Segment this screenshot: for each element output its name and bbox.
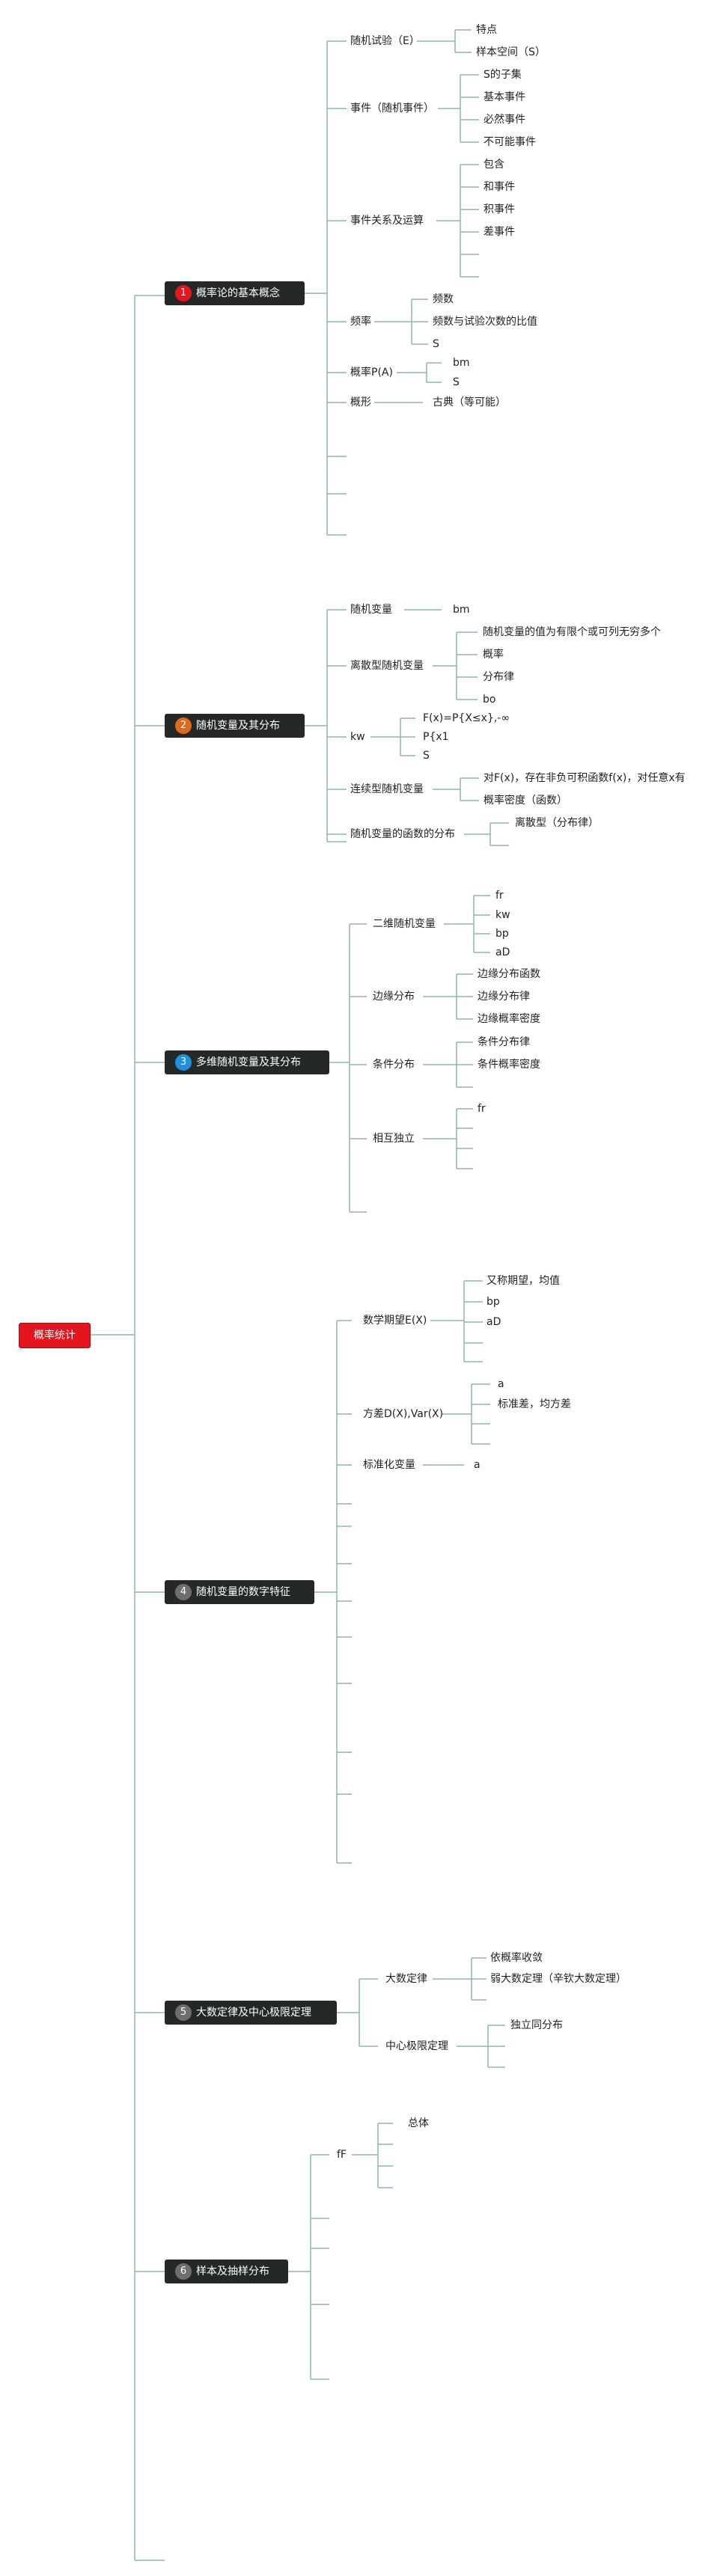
- leaf-item[interactable]: 不可能事件: [484, 136, 536, 148]
- topic-standardized-variable[interactable]: 标准化变量: [363, 1459, 415, 1471]
- leaf-item[interactable]: 对F(x)，存在非负可积函数f(x)，对任意x有: [484, 772, 686, 784]
- leaf-item[interactable]: 必然事件: [484, 114, 525, 126]
- leaf-item[interactable]: 边缘概率密度: [478, 1013, 540, 1025]
- topic-2d-rv[interactable]: 二维随机变量: [373, 918, 436, 930]
- leaf-item[interactable]: 基本事件: [484, 91, 525, 103]
- topic-central-limit-theorem[interactable]: 中心极限定理: [385, 2040, 448, 2052]
- leaf-item[interactable]: fr: [478, 1103, 486, 1115]
- leaf-item[interactable]: S: [423, 750, 430, 762]
- leaf-item[interactable]: 样本空间（S）: [476, 46, 546, 58]
- leaf-item[interactable]: 差事件: [484, 226, 515, 238]
- chapter-label: 概率论的基本概念: [196, 287, 280, 299]
- chapter-number-badge: 4: [175, 1584, 192, 1600]
- chapter-label: 随机变量的数字特征: [196, 1586, 290, 1598]
- leaf-item[interactable]: aD: [486, 1316, 501, 1328]
- topic-random-trial[interactable]: 随机试验（E）: [350, 35, 420, 47]
- leaf-item[interactable]: bp: [495, 928, 509, 940]
- leaf-item[interactable]: 离散型（分布律）: [515, 817, 599, 829]
- leaf-item[interactable]: bp: [486, 1296, 500, 1308]
- leaf-item[interactable]: 概率: [483, 649, 504, 661]
- topic-random-variable[interactable]: 随机变量: [350, 604, 392, 616]
- topic-ff[interactable]: fF: [337, 2149, 347, 2161]
- topic-expectation[interactable]: 数学期望E(X): [363, 1315, 427, 1327]
- leaf-item[interactable]: fr: [495, 890, 504, 902]
- leaf-item[interactable]: bm: [453, 604, 470, 616]
- leaf-item[interactable]: bo: [483, 694, 496, 706]
- topic-continuous-rv[interactable]: 连续型随机变量: [350, 783, 424, 795]
- topic-frequency[interactable]: 频率: [350, 316, 371, 328]
- leaf-item[interactable]: 独立同分布: [510, 2019, 563, 2031]
- chapter-number-badge: 5: [175, 2004, 192, 2021]
- leaf-item[interactable]: S: [453, 376, 460, 388]
- chapter-number-badge: 1: [175, 285, 192, 302]
- root-node[interactable]: 概率统计: [19, 1323, 91, 1348]
- leaf-item[interactable]: 弱大数定理（辛钦大数定理）: [490, 1973, 626, 1985]
- leaf-item[interactable]: 概率密度（函数）: [484, 795, 567, 807]
- leaf-item[interactable]: 包含: [484, 159, 504, 171]
- topic-model[interactable]: 概形: [350, 397, 371, 409]
- chapter-6-node[interactable]: 6 样本及抽样分布: [165, 2260, 288, 2283]
- leaf-item[interactable]: 分布律: [483, 671, 514, 683]
- chapter-4-node[interactable]: 4 随机变量的数字特征: [165, 1580, 314, 1604]
- leaf-item[interactable]: 又称期望，均值: [486, 1275, 560, 1287]
- topic-law-of-large-numbers[interactable]: 大数定律: [385, 1973, 427, 1985]
- leaf-item[interactable]: 总体: [408, 2117, 429, 2129]
- leaf-item[interactable]: F(x)=P{X≤x},-∞: [423, 712, 510, 724]
- leaf-item[interactable]: bm: [453, 357, 470, 369]
- chapter-1-node[interactable]: 1 概率论的基本概念: [165, 281, 305, 305]
- chapter-3-node[interactable]: 3 多维随机变量及其分布: [165, 1050, 329, 1074]
- topic-kw[interactable]: kw: [350, 731, 365, 743]
- chapter-5-node[interactable]: 5 大数定律及中心极限定理: [165, 2001, 337, 2025]
- chapter-2-node[interactable]: 2 随机变量及其分布: [165, 714, 305, 738]
- leaf-item[interactable]: 边缘分布函数: [478, 968, 540, 980]
- leaf-item[interactable]: 条件分布律: [478, 1036, 530, 1048]
- topic-event-relations[interactable]: 事件关系及运算: [350, 215, 424, 227]
- leaf-item[interactable]: kw: [495, 909, 510, 921]
- leaf-item[interactable]: S的子集: [484, 69, 522, 81]
- leaf-item[interactable]: 条件概率密度: [478, 1059, 540, 1071]
- topic-marginal-distribution[interactable]: 边缘分布: [373, 991, 415, 1003]
- chapter-label: 随机变量及其分布: [196, 720, 280, 732]
- topic-variance[interactable]: 方差D(X),Var(X): [363, 1408, 444, 1420]
- chapter-label: 大数定律及中心极限定理: [196, 2007, 311, 2019]
- topic-function-distribution[interactable]: 随机变量的函数的分布: [350, 828, 455, 840]
- leaf-item[interactable]: 特点: [476, 24, 497, 36]
- topic-conditional-distribution[interactable]: 条件分布: [373, 1059, 415, 1071]
- leaf-item[interactable]: a: [498, 1378, 504, 1390]
- topic-event[interactable]: 事件（随机事件）: [350, 103, 434, 114]
- chapter-label: 多维随机变量及其分布: [196, 1056, 301, 1068]
- leaf-item[interactable]: 频数: [433, 293, 454, 305]
- leaf-item[interactable]: a: [474, 1459, 481, 1471]
- leaf-item[interactable]: 和事件: [484, 181, 515, 193]
- leaf-item[interactable]: 古典（等可能）: [433, 397, 506, 409]
- topic-independence[interactable]: 相互独立: [373, 1133, 415, 1145]
- topic-discrete-rv[interactable]: 离散型随机变量: [350, 660, 424, 672]
- chapter-number-badge: 2: [175, 718, 192, 734]
- topic-probability[interactable]: 概率P(A): [350, 367, 393, 379]
- leaf-item[interactable]: 积事件: [484, 204, 515, 215]
- leaf-item[interactable]: aD: [495, 946, 510, 958]
- chapter-number-badge: 3: [175, 1054, 192, 1071]
- leaf-item[interactable]: S: [433, 338, 439, 350]
- leaf-item[interactable]: P{x1: [423, 731, 449, 743]
- leaf-item[interactable]: 标准差，均方差: [498, 1398, 571, 1410]
- leaf-item[interactable]: 频数与试验次数的比值: [433, 316, 537, 328]
- chapter-label: 样本及抽样分布: [196, 2266, 269, 2277]
- leaf-item[interactable]: 依概率收敛: [490, 1952, 543, 1964]
- leaf-item[interactable]: 随机变量的值为有限个或可列无穷多个: [483, 626, 661, 638]
- chapter-number-badge: 6: [175, 2263, 192, 2280]
- leaf-item[interactable]: 边缘分布律: [478, 991, 530, 1003]
